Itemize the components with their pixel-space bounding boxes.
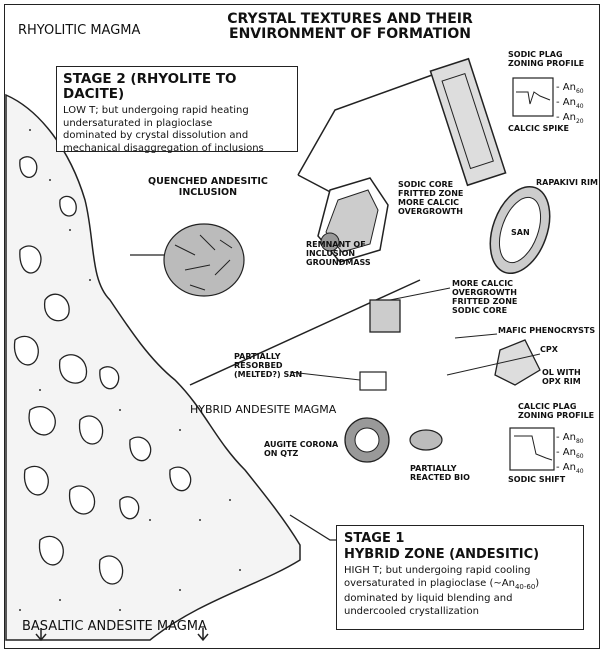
overgrowth-label-group: MORE CALCICOVERGROWTH FRITTED ZONESODIC … [452,279,517,315]
an-values-bottom: - An80 - An60 - An40 [556,432,584,477]
sodic-shift-label: SODIC SHIFT [508,475,565,484]
calcic-profile-chart [510,428,554,470]
quenched-inclusion-shape [164,224,244,296]
rhyolitic-magma-label: RHYOLITIC MAGMA [18,24,140,38]
sodic-profile-label: SODIC PLAGZONING PROFILE [508,50,584,68]
rapakivi-rim-label: RAPAKIVI RIM [536,178,598,187]
hybrid-magma-label: HYBRID ANDESITE MAGMA [190,404,336,416]
an-values-top: - An60 - An40 - An20 [556,82,584,127]
stage2-line: undersaturated in plagioclase [63,118,291,131]
sodic-profile-chart [513,78,553,116]
stage2-line: mechanical disaggregation of inclusions [63,143,291,156]
partially-reacted-bio-label: PARTIALLYREACTED BIO [410,464,470,482]
basaltic-magma-label: BASALTIC ANDESITE MAGMA [22,620,207,634]
stage1-box: STAGE 1 HYBRID ZONE (ANDESITIC) HIGH T; … [336,525,584,630]
stage1-line: HIGH T; but undergoing rapid cooling [344,565,576,578]
stage1-line: undercooled crystallization [344,606,576,619]
stage2-line: dominated by crystal dissolution and [63,130,291,143]
mafic-phenocrysts-label: MAFIC PHENOCRYSTS [498,326,595,335]
partially-resorbed-label: PARTIALLYRESORBED(MELTED?) SAN [234,352,302,379]
sodic-plag-crystal [430,59,505,185]
sodic-core-label-group: SODIC COREFRITTED ZONE MORE CALCICOVERGR… [398,180,463,216]
cpx-label: CPX [540,345,558,354]
augite-corona-label: AUGITE CORONAON QTZ [264,440,338,458]
stage1-subheading: HYBRID ZONE (ANDESITIC) [344,547,576,563]
stage2-connector [298,70,446,175]
stage1-line: dominated by liquid blending and [344,593,576,606]
stage1-line: oversaturated in plagioclase (~An40-60) [344,578,576,594]
figure-title: CRYSTAL TEXTURES AND THEIR ENVIRONMENT O… [225,12,475,42]
ol-opx-label: OL WITHOPX RIM [542,368,581,386]
stage2-heading: STAGE 2 (RHYOLITE TO DACITE) [63,72,291,102]
calcic-spike-label: CALCIC SPIKE [508,124,569,133]
san-crystal [360,372,386,390]
stage2-line: LOW T; but undergoing rapid heating [63,105,291,118]
remnant-label: REMNANT OFINCLUSIONGROUNDMASS [306,240,371,267]
bio-crystal [410,430,442,450]
san-label: SAN [511,228,530,237]
stage1-heading: STAGE 1 [344,531,576,547]
stage2-box: STAGE 2 (RHYOLITE TO DACITE) LOW T; but … [56,66,298,152]
overgrowth-crystal [370,300,400,332]
calcic-profile-label: CALCIC PLAGZONING PROFILE [518,402,594,420]
quenched-inclusion-label: QUENCHED ANDESITICINCLUSION [148,176,268,198]
